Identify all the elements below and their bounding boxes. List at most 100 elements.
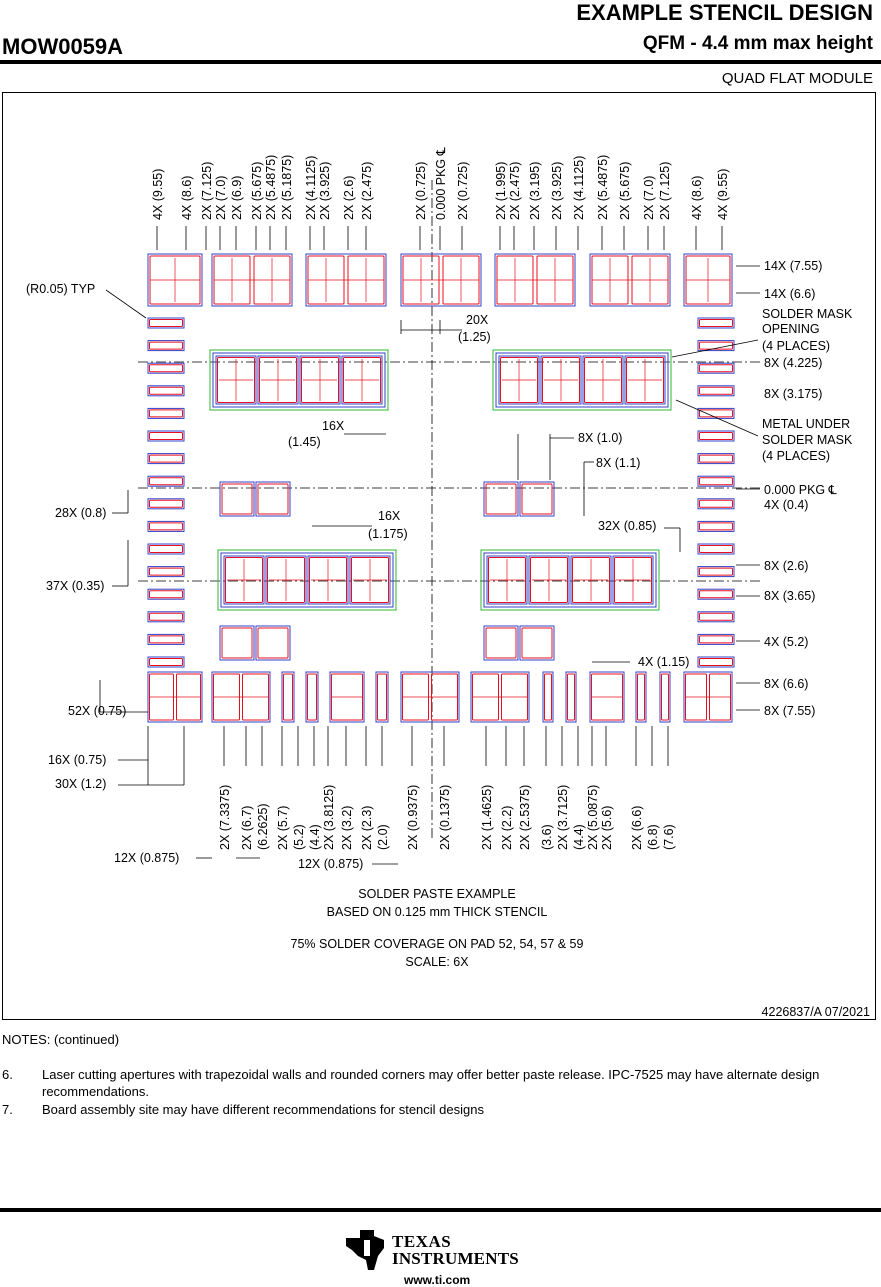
dimension-label: 2X (3.8125) <box>322 785 336 850</box>
dimension-label: (4 PLACES) <box>762 449 830 463</box>
pad-group-outline <box>281 671 295 723</box>
dimension-label: OPENING <box>762 322 820 336</box>
side-pad-outline <box>147 475 185 487</box>
drawing-labels: 4X (9.55)4X (8.6)2X (7.125)2X (7.0)2X (6… <box>26 146 870 1019</box>
dimension-label: 2X (5.7) <box>276 806 290 850</box>
pad-outline <box>349 555 391 605</box>
side-pad-outline <box>147 453 185 465</box>
dimension-label: 2X (2.2) <box>500 806 514 850</box>
side-pad-outline <box>147 385 185 397</box>
stencil-drawing: 4X (9.55)4X (8.6)2X (7.125)2X (7.0)2X (6… <box>26 146 870 1019</box>
dimension-label: METAL UNDER <box>762 417 850 431</box>
side-pad-outline <box>697 407 735 419</box>
paste-aperture <box>485 627 517 659</box>
package-type: QUAD FLAT MODULE <box>721 70 873 87</box>
pad-outline <box>219 481 255 517</box>
caption-title: SOLDER PASTE EXAMPLE <box>358 887 515 901</box>
pad-group-outline <box>565 671 577 723</box>
side-pad-outline <box>147 407 185 419</box>
dimension-label: (6.8) <box>646 824 660 850</box>
dimension-label: 8X (3.175) <box>764 387 822 401</box>
dimension-label: 0.000 PKG ℄ <box>434 146 448 220</box>
pad-outline <box>257 355 299 405</box>
pad-outline <box>519 625 555 661</box>
dimension-label: SOLDER MASK <box>762 433 853 447</box>
metal-under-mask <box>483 552 657 608</box>
dimension-label: 2X (5.0875) <box>586 785 600 850</box>
dimension-label: 2X (5.675) <box>618 162 632 220</box>
pad-group-outline <box>494 253 576 307</box>
pad-group-outline <box>147 253 203 307</box>
paste-aperture <box>149 409 183 418</box>
pad-outline <box>299 355 341 405</box>
paste-aperture <box>149 590 183 599</box>
side-pad-outline <box>697 611 735 623</box>
paste-aperture <box>149 364 183 373</box>
paste-aperture <box>149 567 183 576</box>
side-pad-outline <box>697 475 735 487</box>
pad-outline <box>582 355 624 405</box>
dimension-label: (2.0) <box>376 824 390 850</box>
pad-group-outline <box>683 671 733 723</box>
side-pad-outline <box>697 520 735 532</box>
pad-outline <box>341 355 383 405</box>
paste-aperture <box>149 386 183 395</box>
paste-aperture <box>591 673 623 721</box>
paste-aperture <box>267 557 305 603</box>
dimension-label: 2X (4.1125) <box>572 156 586 220</box>
pad-group-outline <box>147 671 203 723</box>
side-pad-outline <box>697 633 735 645</box>
metal-under-mask <box>220 552 394 608</box>
side-pad-outline <box>147 588 185 600</box>
pad-outline <box>483 625 519 661</box>
document-title: EXAMPLE STENCIL DESIGN <box>576 0 873 25</box>
pad-outline <box>307 555 349 605</box>
dimension-label: 4X (1.15) <box>638 655 689 669</box>
dimension-label: 2X (7.0) <box>642 176 656 220</box>
side-pad-outline <box>697 543 735 555</box>
paste-aperture <box>149 612 183 621</box>
dimension-label: 4X (9.55) <box>716 169 730 220</box>
paste-aperture <box>309 557 347 603</box>
paste-aperture <box>149 432 183 440</box>
dimension-label: 28X (0.8) <box>55 506 106 520</box>
paste-aperture <box>699 319 733 327</box>
pad-outline <box>223 555 265 605</box>
paste-aperture <box>343 357 381 403</box>
paste-aperture <box>530 557 568 603</box>
pad-outline <box>483 481 519 517</box>
drawing-geometry <box>99 180 760 865</box>
metal-under-mask <box>212 352 386 408</box>
paste-aperture <box>221 627 253 659</box>
side-pad-outline <box>697 430 735 442</box>
header-rule <box>0 60 881 64</box>
side-pad-outline <box>697 656 735 668</box>
ti-logo-icon <box>346 1230 384 1270</box>
pad-group-outline <box>329 671 365 723</box>
dimension-label: 2X (7.0) <box>214 176 228 220</box>
dimension-label: 2X (0.725) <box>456 162 470 220</box>
dimension-label: (4 PLACES) <box>762 339 830 353</box>
dimension-label: 2X (2.3) <box>360 806 374 850</box>
solder-mask-opening <box>492 349 672 411</box>
dimension-label: 2X (1.995) <box>494 162 508 220</box>
dimension-label: 2X (0.1375) <box>438 785 452 850</box>
paste-aperture <box>699 658 733 666</box>
dimension-label: 8X (3.65) <box>764 589 815 603</box>
website-link[interactable]: www.ti.com <box>404 1273 471 1287</box>
pad-group-outline <box>375 671 389 723</box>
paste-aperture <box>377 673 387 721</box>
caption-line: SCALE: 6X <box>405 955 469 969</box>
pad-outline <box>519 481 555 517</box>
paste-aperture <box>149 658 183 666</box>
dimension-label: 2X (5.6) <box>600 806 614 850</box>
dimension-label: 32X (0.85) <box>598 519 656 533</box>
dimension-label: 2X (3.925) <box>318 162 332 220</box>
paste-aperture <box>149 319 183 327</box>
brand-texas: TEXAS <box>392 1232 452 1251</box>
note-7: 7. Board assembly site may have differen… <box>0 1101 881 1118</box>
paste-aperture <box>699 386 733 395</box>
side-pad-outline <box>147 543 185 555</box>
pad-outline <box>612 555 654 605</box>
side-pad-outline <box>697 317 735 329</box>
